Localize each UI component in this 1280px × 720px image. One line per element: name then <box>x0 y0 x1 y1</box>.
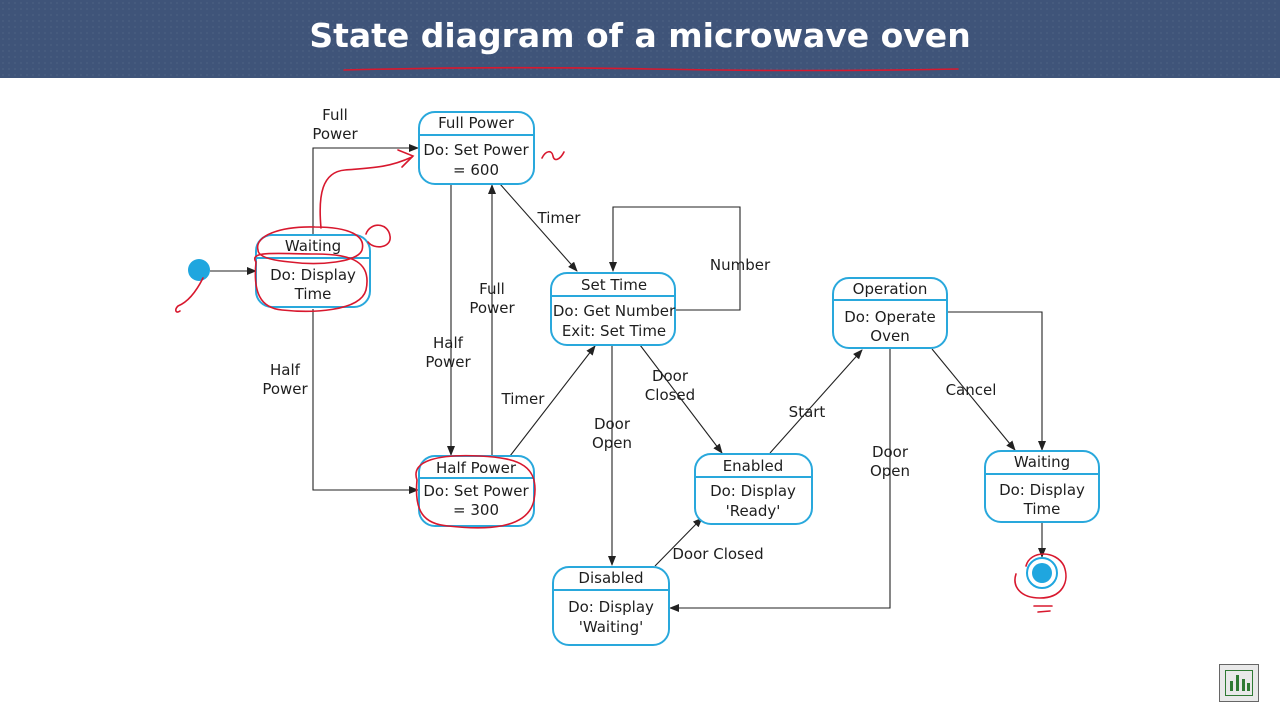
state-activity: Do: Display <box>999 481 1085 499</box>
transition-label: Cancel <box>946 381 997 399</box>
state-name: Operation <box>853 280 928 298</box>
state-enabled: Enabled Do: Display 'Ready' <box>694 453 813 525</box>
initial-state-dot <box>188 259 210 281</box>
state-activity: Exit: Set Time <box>562 322 666 340</box>
annotation-small-loop <box>365 224 391 248</box>
transition-label: Door <box>872 443 909 461</box>
final-state-dot <box>1032 563 1052 583</box>
state-half-power: Half Power Do: Set Power = 300 <box>418 455 535 527</box>
annotation-circle-half-power <box>415 454 536 529</box>
waiting-to-half-power-arrow <box>312 309 419 494</box>
state-activity: = 300 <box>453 501 499 519</box>
state-activity: Do: Display <box>270 266 356 284</box>
transition-label: Power <box>312 125 358 143</box>
state-name: Enabled <box>723 457 784 475</box>
state-activity: Do: Set Power <box>423 141 529 159</box>
state-activity: Do: Get Number <box>553 302 676 320</box>
transition-label: Power <box>469 299 515 317</box>
title-underline-annotation <box>343 66 959 72</box>
state-operation: Operation Do: Operate Oven <box>832 277 948 349</box>
annotation-underline-final <box>1033 605 1053 613</box>
title-bar: State diagram of a microwave oven <box>0 0 1280 78</box>
state-name: Full Power <box>438 114 515 132</box>
transition-label: Half <box>270 361 301 379</box>
state-set-time: Set Time Do: Get Number Exit: Set Time <box>550 272 676 346</box>
state-waiting-end: Waiting Do: Display Time <box>984 450 1100 523</box>
state-activity: Do: Set Power <box>423 482 529 500</box>
transition-label: Start <box>789 403 826 421</box>
red-annotations <box>175 149 1067 613</box>
transition-label: Open <box>870 462 910 480</box>
operation-to-waiting-arrow <box>947 311 1046 451</box>
set-time-self-loop-arrow <box>609 206 741 311</box>
transition-label: Door Closed <box>672 545 763 563</box>
annotation-arrow-to-full-power <box>319 156 413 229</box>
disabled-to-enabled-arrow <box>654 517 703 567</box>
full-power-to-set-time-arrow <box>499 183 578 272</box>
annotation-circle-display-time <box>253 252 368 313</box>
annotation-squiggle <box>541 150 565 161</box>
state-waiting-start: Waiting Do: Display Time <box>255 234 371 308</box>
university-logo <box>1219 664 1259 702</box>
state-activity: 'Ready' <box>726 502 781 520</box>
transition-label: Open <box>592 434 632 452</box>
state-activity: Do: Display <box>568 598 654 616</box>
waiting-to-full-power-arrow <box>312 144 419 235</box>
transition-label: Power <box>262 380 308 398</box>
transition-label: Timer <box>537 209 582 227</box>
transition-label: Door <box>594 415 631 433</box>
half-power-to-set-time-arrow <box>509 345 596 457</box>
set-time-to-enabled-arrow <box>639 344 723 454</box>
state-activity: = 600 <box>453 161 499 179</box>
transition-label: Number <box>710 256 771 274</box>
state-full-power: Full Power Do: Set Power = 600 <box>418 111 535 185</box>
transition-label: Closed <box>645 386 695 404</box>
annotation-circle-final <box>1014 553 1067 599</box>
transitions <box>210 144 1046 612</box>
state-name: Set Time <box>581 276 647 294</box>
transition-label: Full <box>322 106 348 124</box>
transition-label: Door <box>652 367 689 385</box>
state-activity: Do: Display <box>710 482 796 500</box>
annotation-circle-waiting <box>256 226 364 265</box>
annotation-arrowhead <box>397 149 415 168</box>
transition-label: Half <box>433 334 464 352</box>
state-activity: Time <box>294 285 332 303</box>
transition-label: Power <box>425 353 471 371</box>
annotation-initial-tail <box>175 277 204 313</box>
transition-label: Timer <box>501 390 546 408</box>
enabled-to-operation-arrow <box>769 349 863 454</box>
state-activity: 'Waiting' <box>579 618 644 636</box>
operation-to-disabled-arrow <box>669 349 891 612</box>
state-activity: Do: Operate <box>844 308 936 326</box>
state-name: Waiting <box>1014 453 1070 471</box>
state-name: Half Power <box>436 459 517 477</box>
state-name: Waiting <box>285 237 341 255</box>
state-name: Disabled <box>578 569 643 587</box>
transition-label: Full <box>479 280 505 298</box>
transition-labels: Full Power Half Power Half Power Full Po… <box>262 106 996 563</box>
state-activity: Time <box>1023 500 1061 518</box>
state-activity: Oven <box>870 327 909 345</box>
state-disabled: Disabled Do: Display 'Waiting' <box>552 566 670 646</box>
slide-title: State diagram of a microwave oven <box>309 16 971 55</box>
operation-to-waiting-cancel-arrow <box>931 348 1016 451</box>
